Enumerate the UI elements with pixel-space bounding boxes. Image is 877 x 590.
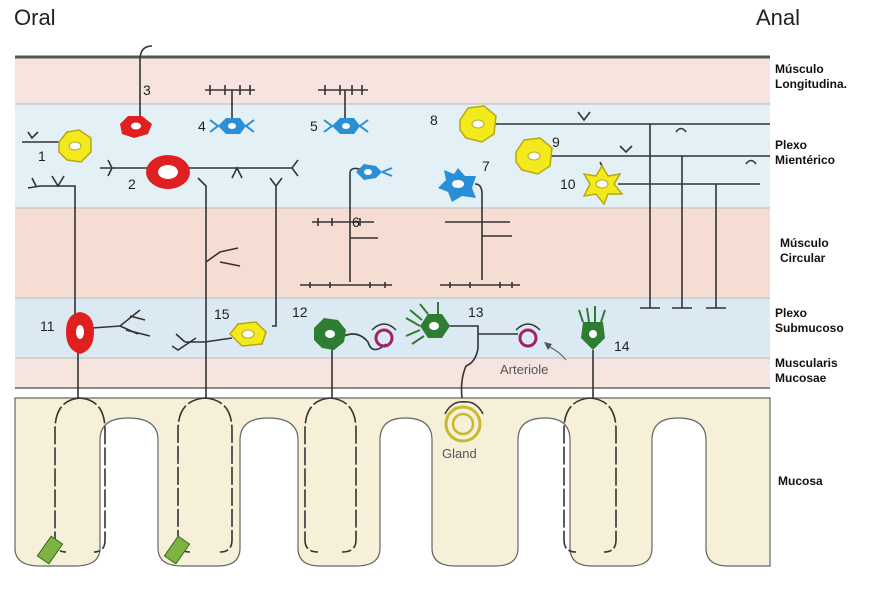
- neuron-9-yellow: [516, 138, 552, 174]
- layer-label-longitudinal: Músculo Longitudina.: [775, 62, 847, 92]
- neuron-number-11: 11: [40, 318, 55, 334]
- neuron-number-2: 2: [128, 176, 136, 192]
- neuron-number-6: 6: [352, 214, 360, 230]
- neuron-1-yellow: [59, 130, 91, 162]
- gland-label: Gland: [442, 446, 477, 461]
- neuron-number-10: 10: [560, 176, 576, 192]
- neuron-number-14: 14: [614, 338, 630, 354]
- muscularis-mucosae-band: [15, 358, 770, 388]
- neuron-number-7: 7: [482, 158, 490, 174]
- neuron-number-12: 12: [292, 304, 308, 320]
- neuron-number-5: 5: [310, 118, 318, 134]
- layer-label-circular: Músculo Circular: [780, 236, 829, 266]
- oral-label: Oral: [14, 10, 56, 25]
- neuron-number-4: 4: [198, 118, 206, 134]
- mucosa-villi: [15, 398, 770, 566]
- submucous-plexus-band: [15, 298, 770, 358]
- arteriole-label: Arteriole: [500, 362, 548, 377]
- villi-outline: [15, 398, 770, 566]
- neuron-number-1: 1: [38, 148, 46, 164]
- neuron-8-yellow: [460, 106, 496, 142]
- neuron-number-15: 15: [214, 306, 230, 322]
- layer-label-muscularis-mucosae: Muscularis Mucosae: [775, 356, 838, 386]
- layer-label-myenteric: Plexo Mientérico: [775, 138, 835, 168]
- layer-label-submucous: Plexo Submucoso: [775, 306, 844, 336]
- longitudinal-muscle-band: [15, 58, 770, 104]
- neuron-number-8: 8: [430, 112, 438, 128]
- circular-muscle-band: [15, 208, 770, 298]
- neuron-number-3: 3: [143, 82, 151, 98]
- neuron-number-13: 13: [468, 304, 484, 320]
- neuron-number-9: 9: [552, 134, 560, 150]
- neuron-2-red: [146, 155, 190, 189]
- layer-label-mucosa: Mucosa: [778, 474, 823, 489]
- anal-label: Anal: [756, 10, 800, 25]
